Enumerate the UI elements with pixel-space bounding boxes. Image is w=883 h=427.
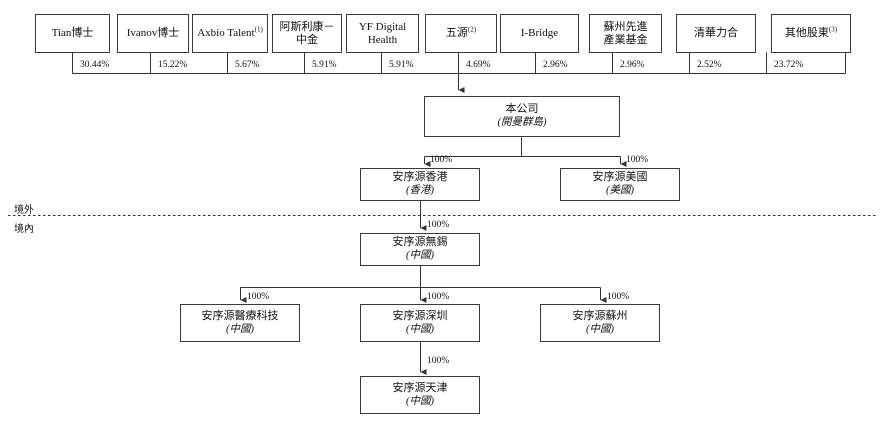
- shareholder-label: 阿斯利康－ 中金: [279, 20, 335, 46]
- shareholder-box-ivanov[interactable]: Ivanov博士: [117, 14, 189, 53]
- pct-ivanov: 15.22%: [158, 60, 188, 70]
- entity-box-company[interactable]: 本公司 (開曼群島): [424, 96, 620, 137]
- shareholder-box-other-shareholders[interactable]: 其他股東(3): [771, 14, 851, 53]
- edge-pct-shenzhen-to-tianjin: 100%: [427, 356, 450, 366]
- shareholder-label: 清華力合: [694, 27, 738, 40]
- shareholder-label: 其他股東(3): [784, 25, 838, 40]
- shareholder-label: I-Bridge: [520, 27, 559, 40]
- entity-jurisdiction: (開曼群島): [497, 117, 547, 129]
- label-offshore: 境外: [14, 205, 34, 216]
- footnote-marker: (2): [467, 25, 477, 34]
- entity-box-tianjin[interactable]: 安序源天津 (中國): [360, 376, 480, 414]
- edge-pct-hk-to-wuxi: 100%: [427, 220, 450, 230]
- shareholder-label: Axbio Talent(1): [197, 25, 263, 40]
- entity-box-shenzhen[interactable]: 安序源深圳 (中國): [360, 304, 480, 342]
- entity-jurisdiction: (中國): [406, 395, 434, 407]
- entity-name: 安序源天津: [392, 381, 448, 394]
- shareholder-box-yf-digital-health[interactable]: YF Digital Health: [346, 14, 419, 53]
- pct-yf-digital-health: 5.91%: [389, 60, 414, 70]
- shareholder-label: YF Digital Health: [358, 20, 407, 46]
- entity-name: 安序源蘇州: [572, 309, 628, 322]
- entity-box-us[interactable]: 安序源美國 (美國): [560, 168, 680, 201]
- entity-jurisdiction: (中國): [586, 323, 614, 335]
- entity-jurisdiction: (香港): [406, 185, 434, 197]
- footnote-marker: (3): [828, 25, 838, 34]
- pct-wuyuan: 4.69%: [466, 60, 491, 70]
- entity-name: 安序源無錫: [392, 236, 448, 249]
- entity-box-medtech[interactable]: 安序源醫療科技 (中國): [180, 304, 300, 342]
- shareholder-label: Ivanov博士: [126, 27, 180, 40]
- pct-tsinghua-lihe: 2.52%: [697, 60, 722, 70]
- entity-name: 安序源深圳: [392, 309, 448, 322]
- entity-name: 本公司: [505, 103, 539, 116]
- entity-name: 安序源香港: [392, 171, 448, 184]
- entity-name: 安序源醫療科技: [201, 309, 279, 322]
- footnote-marker: (1): [254, 25, 263, 34]
- pct-axbio-talent: 5.67%: [235, 60, 260, 70]
- entity-name: 安序源美國: [592, 171, 648, 184]
- pct-i-bridge: 2.96%: [543, 60, 568, 70]
- shareholder-box-astrazeneca-cicc[interactable]: 阿斯利康－ 中金: [272, 14, 342, 53]
- edge-pct-company-to-hk: 100%: [430, 155, 453, 165]
- entity-jurisdiction: (中國): [406, 323, 434, 335]
- edge-pct-company-to-us: 100%: [626, 155, 649, 165]
- shareholder-box-tian[interactable]: Tian博士: [35, 14, 110, 53]
- label-onshore: 境內: [14, 224, 34, 235]
- shareholder-box-axbio-talent[interactable]: Axbio Talent(1): [192, 14, 268, 53]
- pct-astrazeneca-cicc: 5.91%: [312, 60, 337, 70]
- shareholder-box-suzhou-advanced-fund[interactable]: 蘇州先進 產業基金: [589, 14, 662, 53]
- entity-box-wuxi[interactable]: 安序源無錫 (中國): [360, 233, 480, 266]
- entity-box-hk[interactable]: 安序源香港 (香港): [360, 168, 480, 201]
- entity-box-suzhou[interactable]: 安序源蘇州 (中國): [540, 304, 660, 342]
- shareholder-box-i-bridge[interactable]: I-Bridge: [500, 14, 579, 53]
- shareholder-box-wuyuan[interactable]: 五源(2): [425, 14, 497, 53]
- pct-other-shareholders: 23.72%: [774, 60, 804, 70]
- shareholder-label: Tian博士: [51, 27, 94, 40]
- shareholder-label: 蘇州先進 產業基金: [603, 20, 648, 46]
- shareholder-label: 五源(2): [445, 25, 477, 40]
- shareholder-box-tsinghua-lihe[interactable]: 清華力合: [676, 14, 756, 53]
- pct-suzhou-advanced-fund: 2.96%: [620, 60, 645, 70]
- entity-jurisdiction: (美國): [606, 185, 634, 197]
- edge-pct-wuxi-to-shenzhen: 100%: [427, 292, 450, 302]
- edge-pct-wuxi-to-suzhou: 100%: [607, 292, 630, 302]
- edge-pct-wuxi-to-medtech: 100%: [247, 292, 270, 302]
- entity-jurisdiction: (中國): [226, 323, 254, 335]
- pct-tian: 30.44%: [80, 60, 110, 70]
- entity-jurisdiction: (中國): [406, 250, 434, 262]
